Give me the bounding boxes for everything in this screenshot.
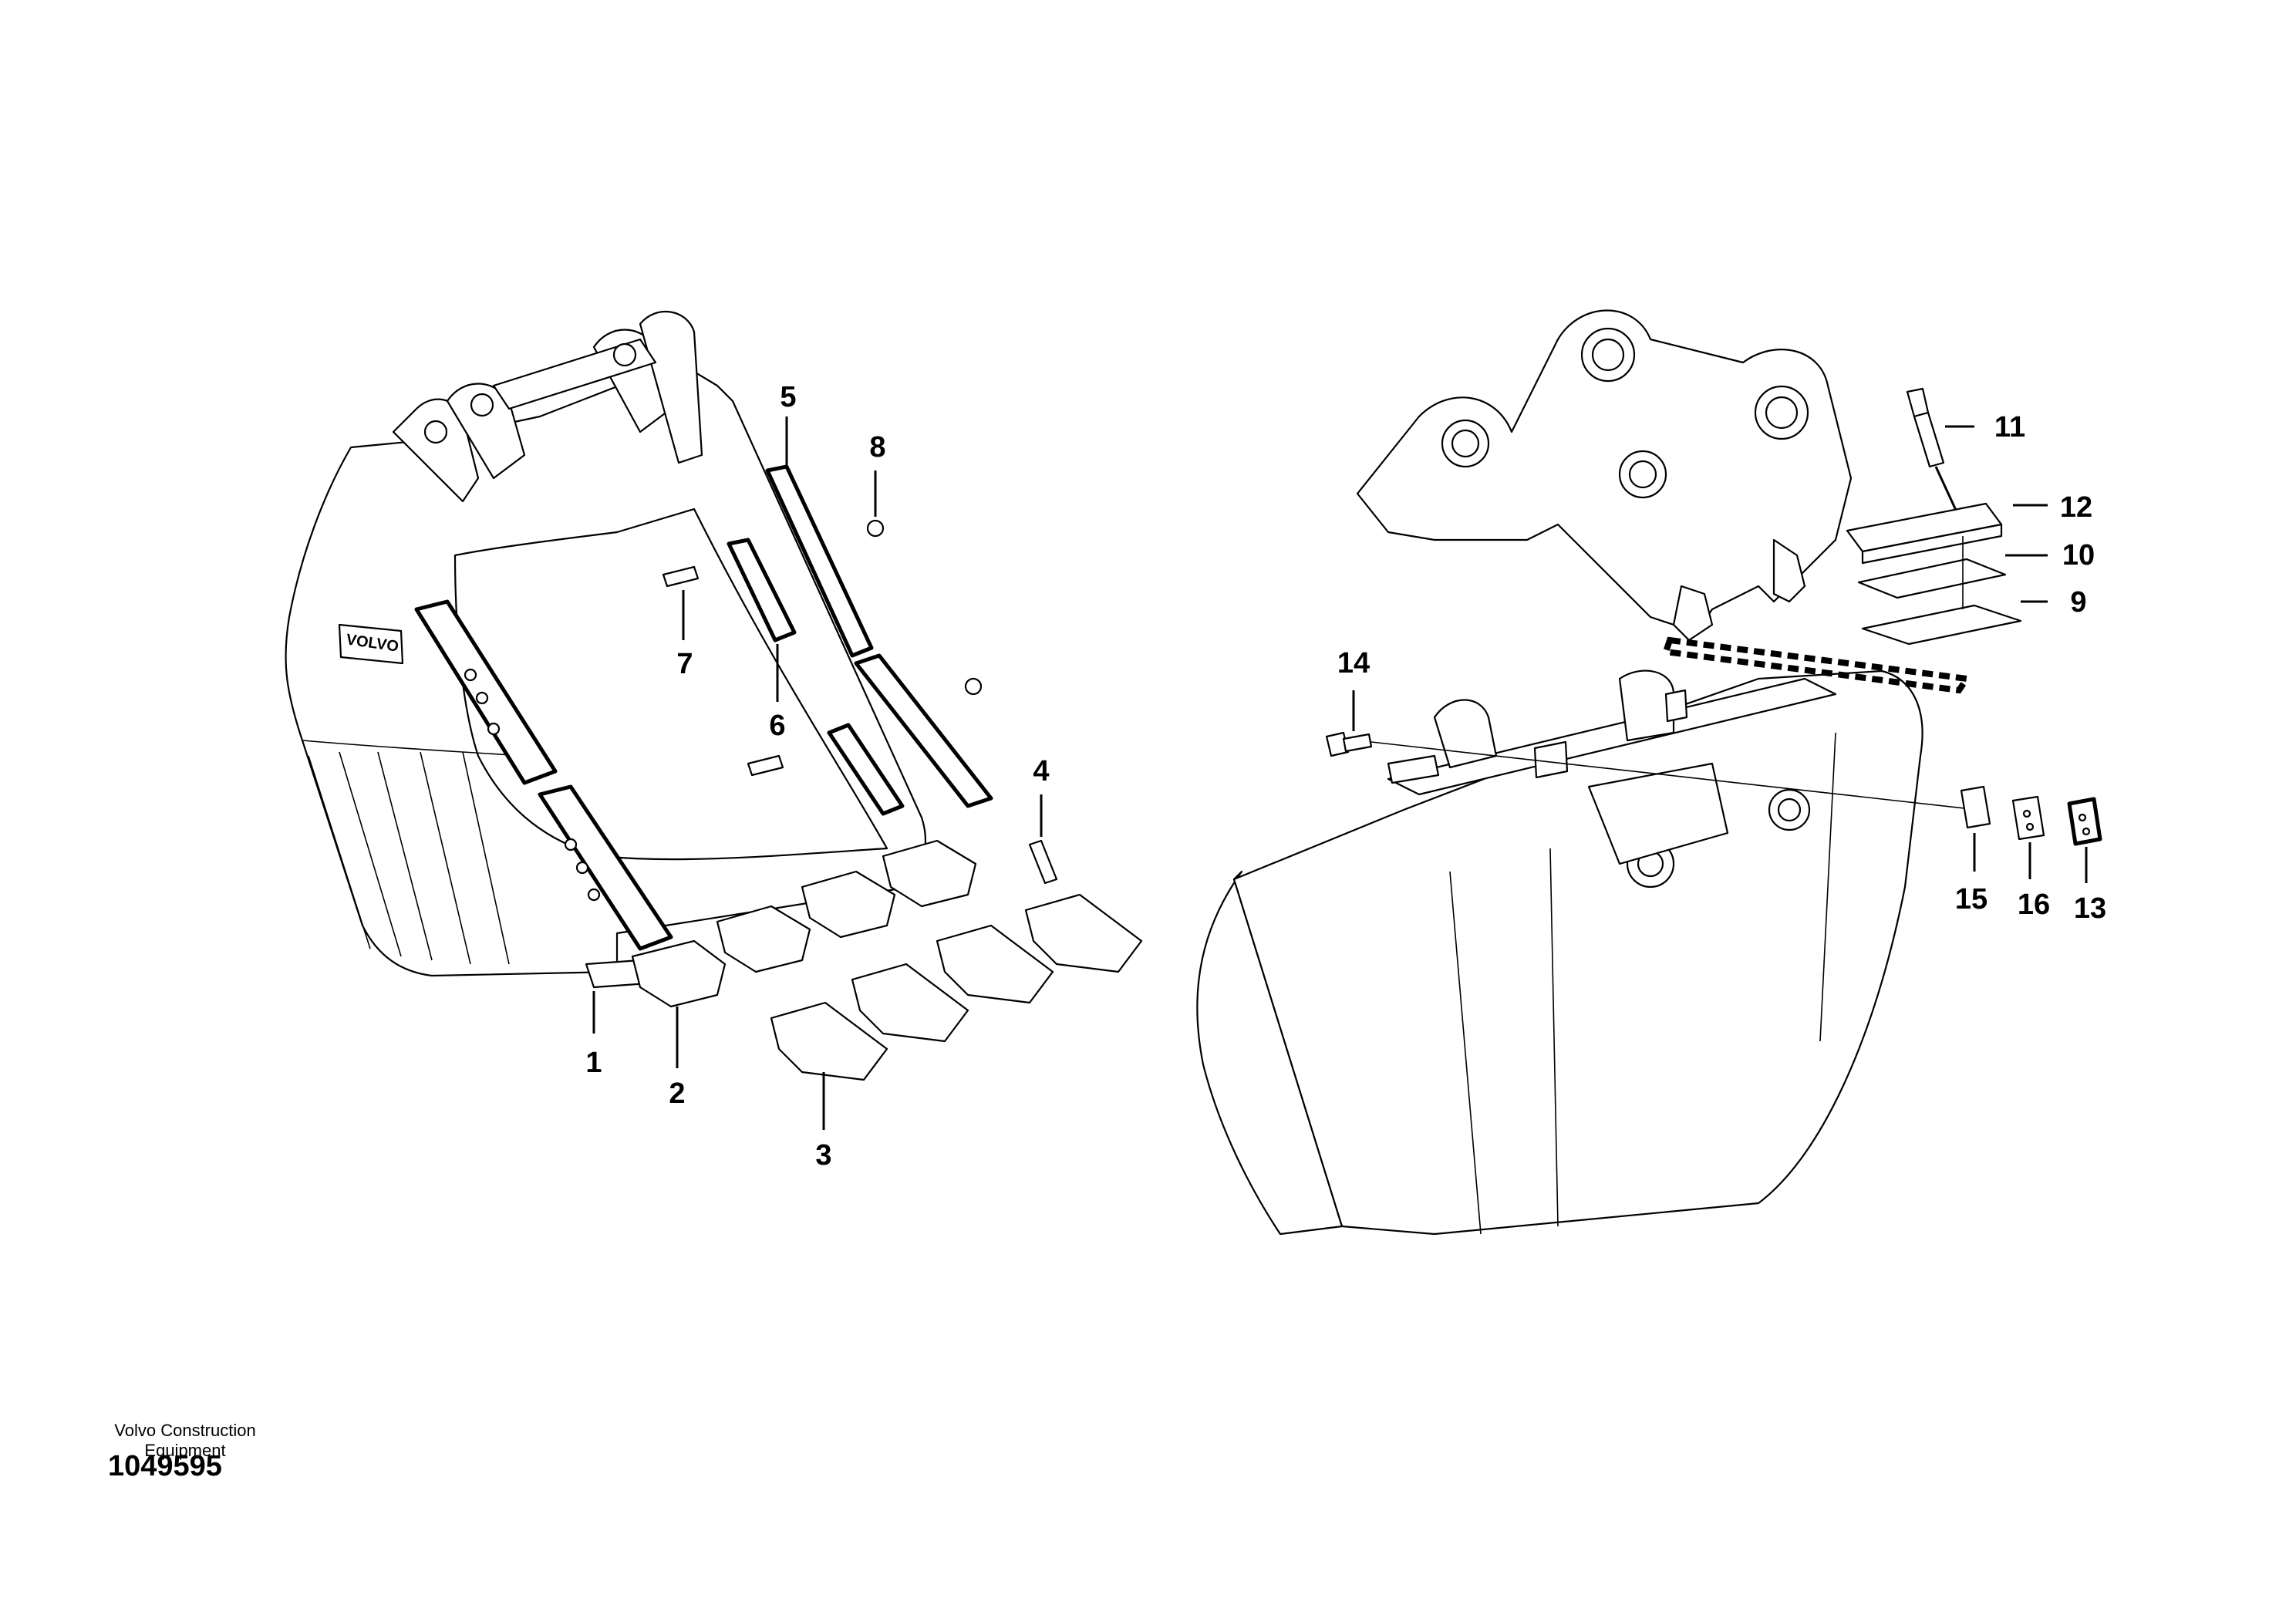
nut-upper — [866, 519, 885, 538]
washer-13 — [2067, 797, 2102, 846]
bolt-11 — [1906, 387, 1930, 418]
bucket-lug-4 — [639, 310, 703, 464]
leader-lines — [592, 416, 2088, 1130]
coupler-body — [1356, 309, 1853, 634]
shim-10 — [1857, 558, 2007, 599]
wear-bar-lower — [827, 723, 905, 816]
bucket-rib-edge — [302, 740, 525, 757]
bucket-lug-2 — [446, 383, 526, 480]
callout-11: 11 — [1994, 411, 2025, 443]
bucket-pin-hole-2 — [470, 393, 494, 417]
callout-9: 9 — [2070, 586, 2086, 619]
bucket-right-side — [1196, 870, 1344, 1236]
quick-coupler — [1356, 309, 1853, 642]
callout-16: 16 — [2018, 889, 2050, 921]
bolt-lower — [747, 754, 784, 777]
shim-9 — [1861, 604, 2022, 646]
callout-4: 4 — [1033, 755, 1049, 787]
callout-5: 5 — [780, 381, 796, 413]
callout-13: 13 — [2074, 892, 2106, 925]
callout-15: 15 — [1955, 883, 1988, 916]
tooth-adapters — [631, 839, 977, 1008]
bucket-pin-hole-1 — [423, 420, 448, 444]
retainer-pin — [1028, 839, 1058, 885]
right-lug-2 — [1618, 669, 1675, 742]
callout-14: 14 — [1337, 647, 1370, 679]
bucket-right — [1196, 636, 1972, 1236]
callout-12: 12 — [2060, 491, 2092, 524]
callout-numbers: 1 2 3 4 5 6 7 8 9 10 11 12 13 14 15 16 — [585, 381, 2106, 1172]
nut-lower — [964, 677, 983, 696]
callout-3: 3 — [815, 1139, 831, 1172]
bucket-teeth — [770, 893, 1143, 1081]
wear-strip-lower — [854, 653, 993, 808]
washer-15 — [1960, 785, 1991, 829]
bolt-upper — [662, 565, 700, 588]
callout-8: 8 — [869, 431, 885, 464]
publisher-line-1: Volvo Construction — [114, 1421, 256, 1440]
bucket-left: VOLVO — [285, 310, 1143, 1081]
shim-stack — [1846, 387, 2022, 646]
callout-1: 1 — [585, 1047, 602, 1079]
shim-placement-outline — [1661, 636, 1972, 694]
wear-bar-upper — [727, 538, 797, 642]
callout-6: 6 — [769, 710, 785, 742]
bolt-14 — [1325, 731, 1979, 811]
bucket-cavity — [453, 508, 888, 861]
side-cutter-lower — [538, 784, 673, 951]
wear-strip-upper — [765, 464, 874, 658]
callout-7: 7 — [676, 648, 693, 680]
callout-10: 10 — [2062, 539, 2095, 572]
brand-plate — [338, 623, 404, 665]
callout-2: 2 — [669, 1077, 685, 1110]
bucket-right-panels — [1449, 732, 1836, 1235]
right-lug-1 — [1433, 699, 1498, 769]
side-cutter-upper — [414, 599, 558, 785]
document-number: 1049595 — [108, 1450, 222, 1482]
washer-16 — [2011, 795, 2045, 841]
bucket-side-ribs — [308, 751, 510, 965]
publisher-line-2: Equipment — [144, 1441, 226, 1460]
bucket-pin-hole-3 — [612, 342, 637, 367]
bucket-right-shell — [1232, 669, 1923, 1236]
